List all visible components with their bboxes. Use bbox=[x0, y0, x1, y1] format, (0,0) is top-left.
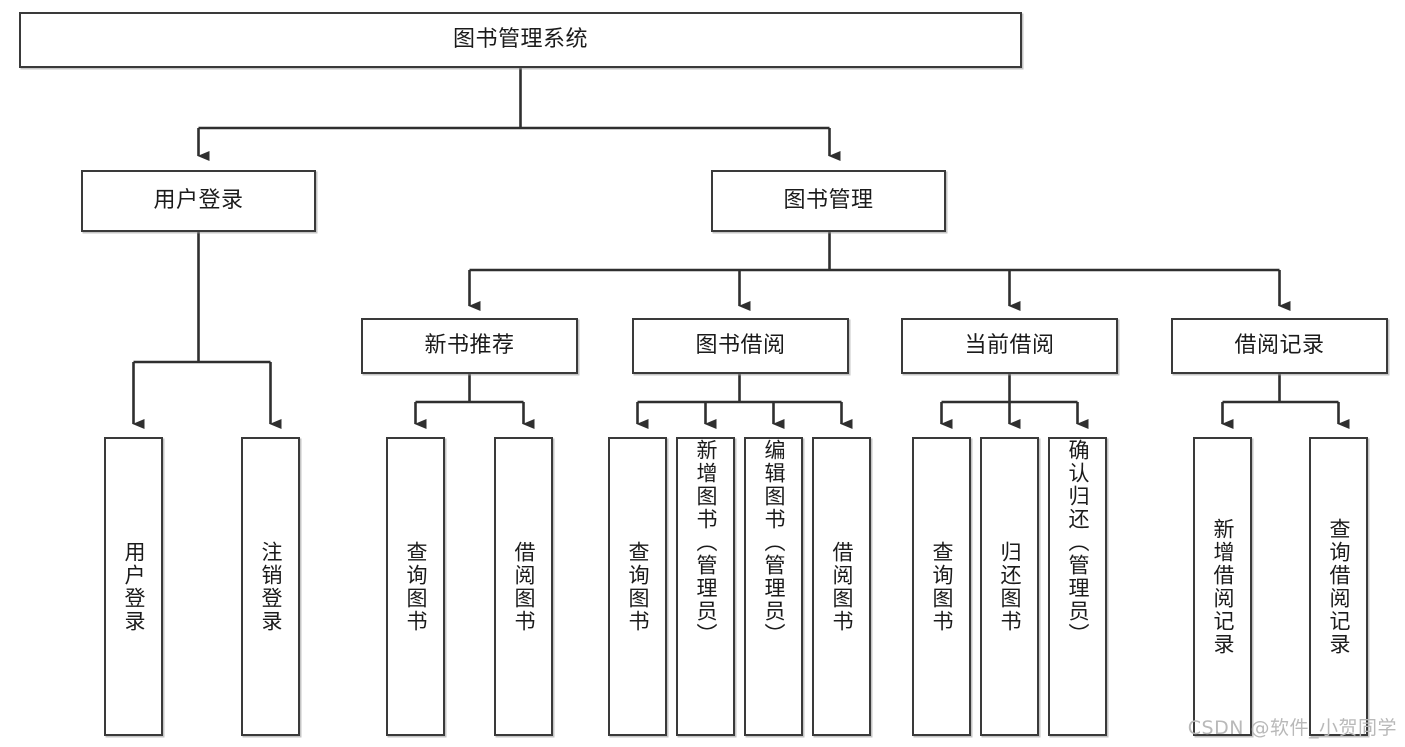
node-leaf-query-borrow-record[interactable]: 查询借阅记录 bbox=[1309, 437, 1368, 736]
node-leaf-return-book[interactable]: 归还图书 bbox=[980, 437, 1039, 736]
node-leaf-query-book-current[interactable]: 查询图书 bbox=[912, 437, 971, 736]
node-label: 注销登录 bbox=[258, 540, 283, 633]
node-leaf-confirm-return-admin[interactable]: 确认归还（管理员） bbox=[1048, 437, 1107, 736]
node-label: 图书管理 bbox=[783, 188, 874, 214]
node-label: 查询图书 bbox=[929, 540, 954, 633]
node-label: 图书管理系统 bbox=[452, 27, 588, 53]
node-label: 用户登录 bbox=[153, 188, 244, 214]
node-book-management[interactable]: 图书管理 bbox=[711, 170, 946, 232]
node-current-borrow[interactable]: 当前借阅 bbox=[901, 318, 1118, 374]
node-leaf-query-book-recommend[interactable]: 查询图书 bbox=[386, 437, 445, 736]
node-label: 借阅图书 bbox=[829, 540, 854, 633]
node-root-book-management-system[interactable]: 图书管理系统 bbox=[19, 12, 1022, 68]
node-label: 借阅记录 bbox=[1234, 333, 1325, 359]
node-label: 确认归还（管理员） bbox=[1065, 439, 1090, 646]
node-leaf-add-book-admin[interactable]: 新增图书（管理员） bbox=[676, 437, 735, 736]
node-label: 图书借阅 bbox=[695, 333, 786, 359]
node-leaf-borrow-book-recommend[interactable]: 借阅图书 bbox=[494, 437, 553, 736]
node-label: 查询图书 bbox=[625, 540, 650, 633]
node-leaf-borrow-book-borrow[interactable]: 借阅图书 bbox=[812, 437, 871, 736]
node-label: 新书推荐 bbox=[424, 333, 515, 359]
node-borrow-record[interactable]: 借阅记录 bbox=[1171, 318, 1388, 374]
node-label: 归还图书 bbox=[997, 540, 1022, 633]
node-leaf-edit-book-admin[interactable]: 编辑图书（管理员） bbox=[744, 437, 803, 736]
node-label: 编辑图书（管理员） bbox=[761, 439, 786, 646]
node-leaf-logout-login[interactable]: 注销登录 bbox=[241, 437, 300, 736]
node-label: 新增借阅记录 bbox=[1210, 517, 1235, 656]
node-new-book-recommend[interactable]: 新书推荐 bbox=[361, 318, 578, 374]
node-leaf-user-login[interactable]: 用户登录 bbox=[104, 437, 163, 736]
node-label: 查询图书 bbox=[403, 540, 428, 633]
node-leaf-query-book-borrow[interactable]: 查询图书 bbox=[608, 437, 667, 736]
watermark-text: CSDN @软件_小贺同学 bbox=[1187, 717, 1397, 739]
node-leaf-add-borrow-record[interactable]: 新增借阅记录 bbox=[1193, 437, 1252, 736]
node-user-login[interactable]: 用户登录 bbox=[81, 170, 316, 232]
node-label: 借阅图书 bbox=[511, 540, 536, 633]
node-label: 当前借阅 bbox=[964, 333, 1055, 359]
node-book-borrow[interactable]: 图书借阅 bbox=[632, 318, 849, 374]
node-label: 新增图书（管理员） bbox=[693, 439, 718, 646]
node-label: 查询借阅记录 bbox=[1326, 517, 1351, 656]
node-label: 用户登录 bbox=[121, 540, 146, 633]
